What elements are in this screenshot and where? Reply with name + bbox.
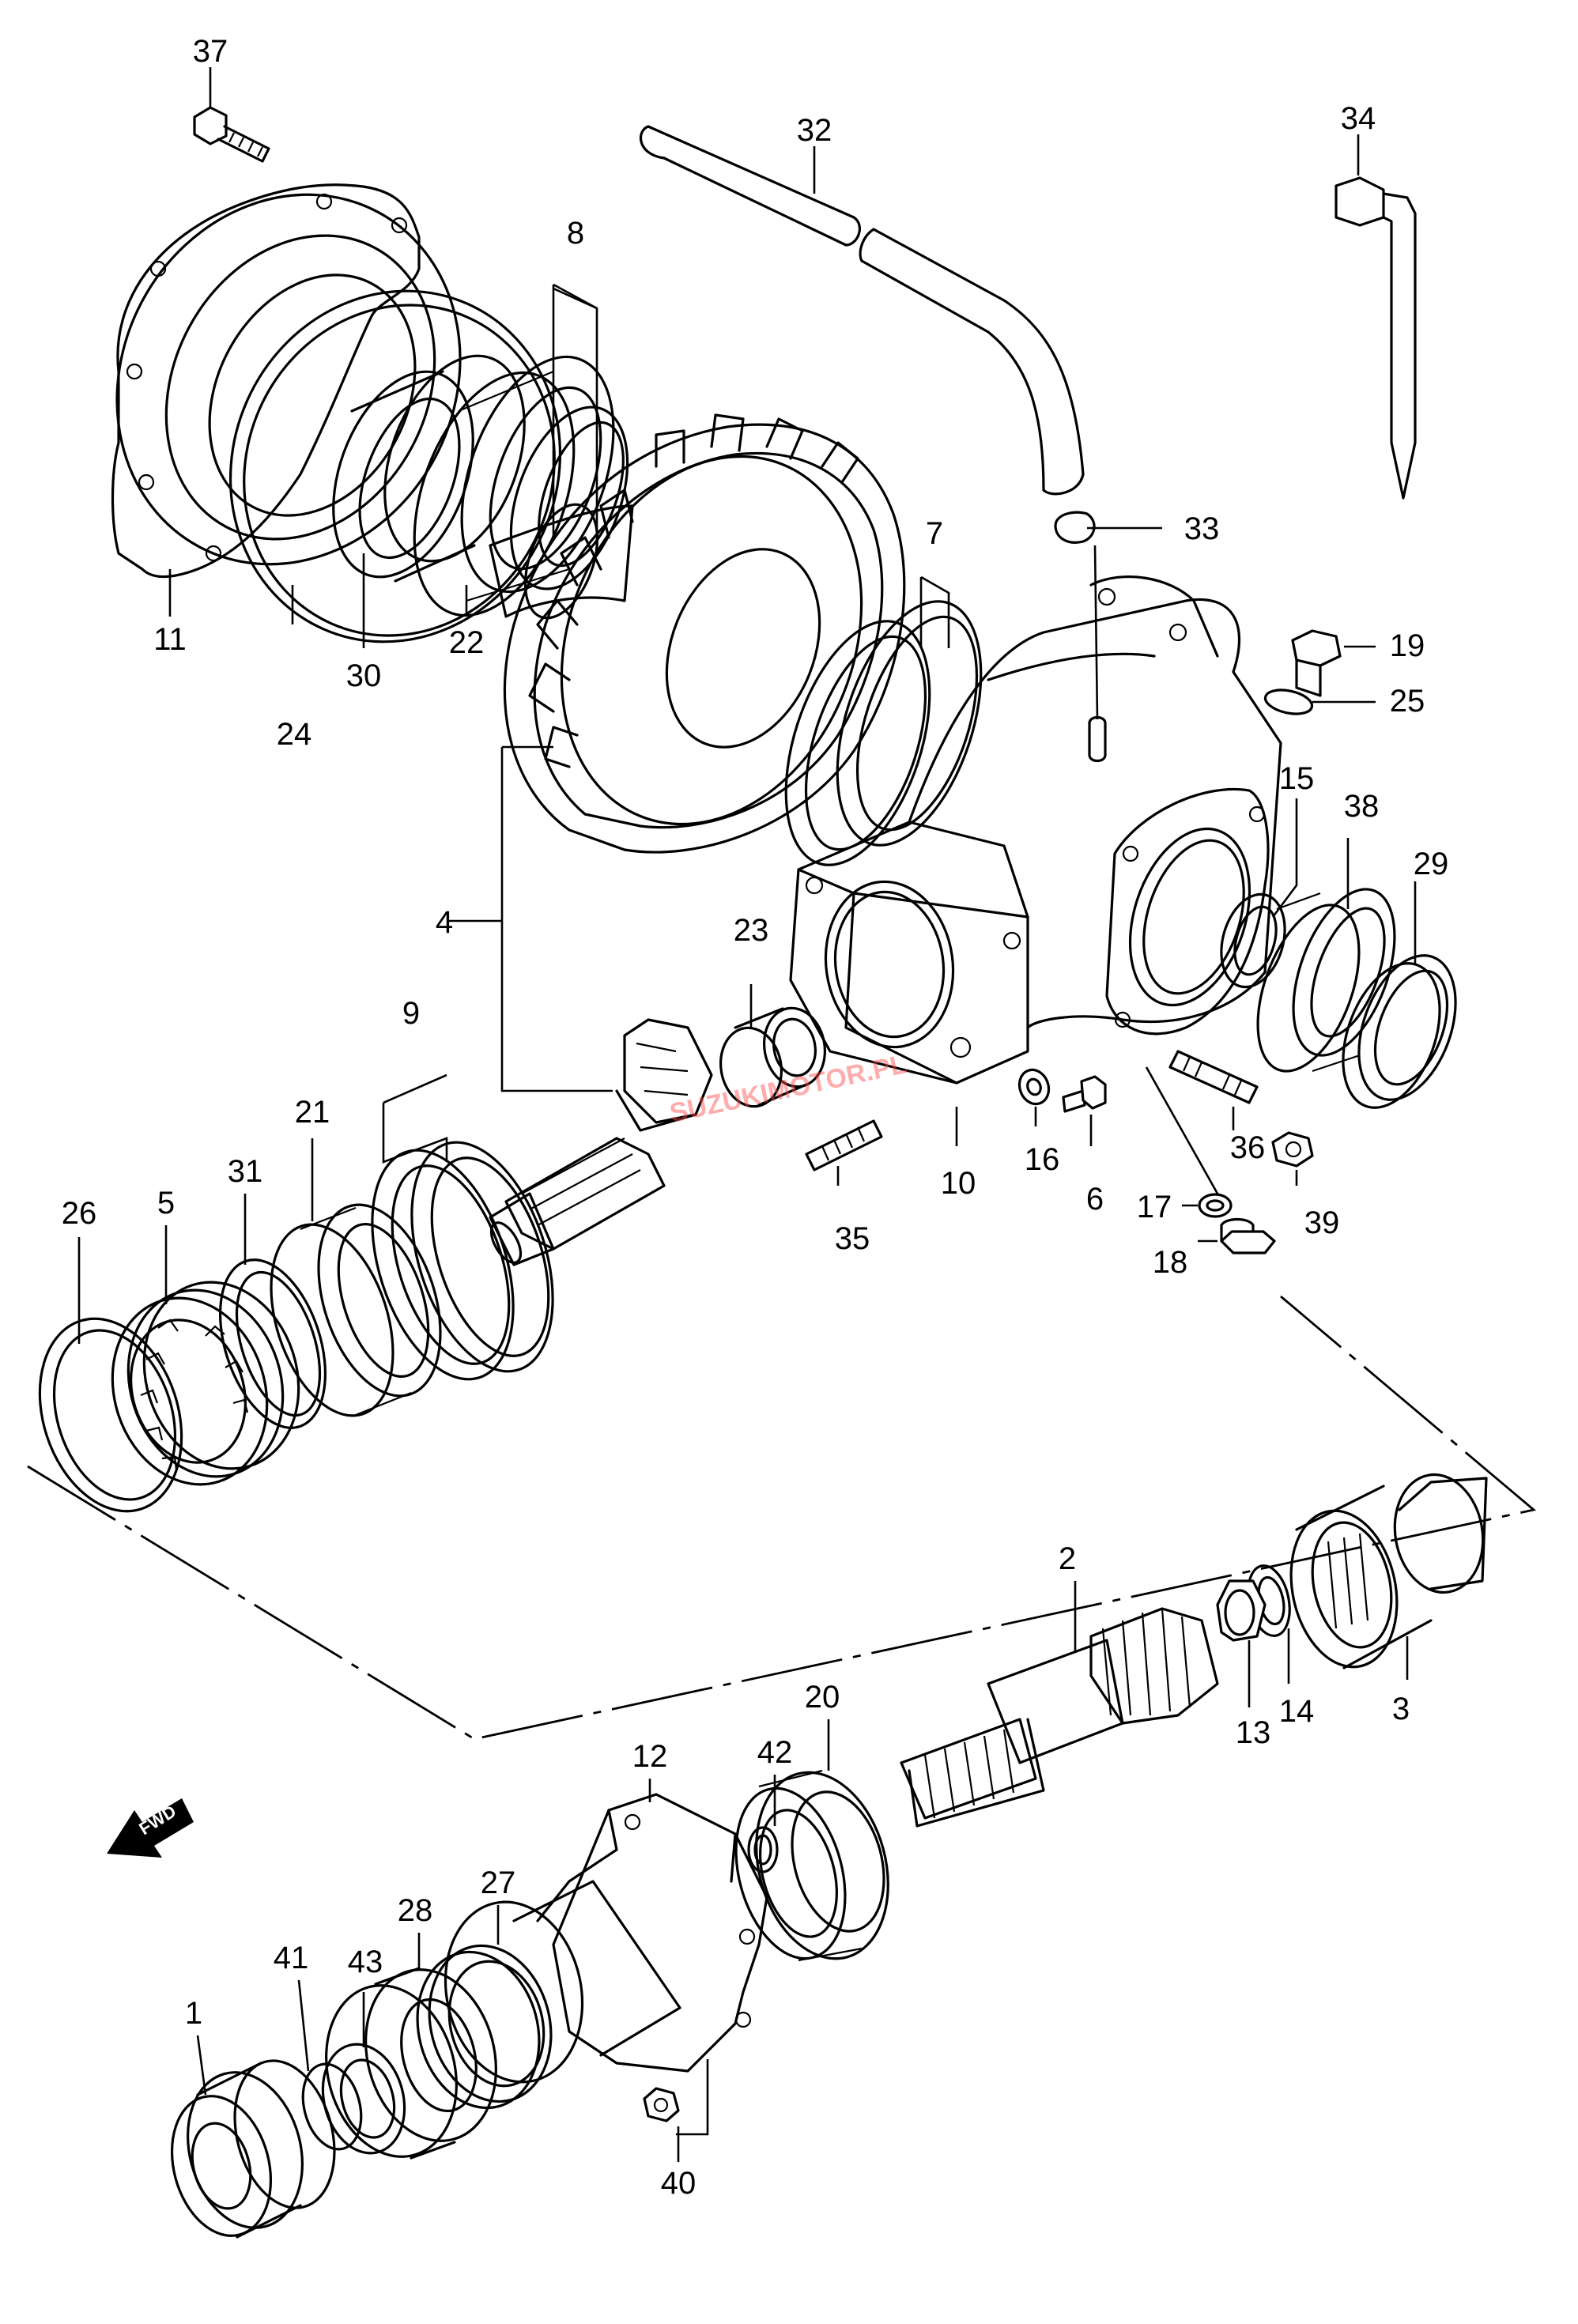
callout-3: 3 bbox=[1392, 1692, 1410, 1726]
callout-2: 2 bbox=[1059, 1541, 1076, 1576]
callout-11: 11 bbox=[153, 622, 187, 657]
callout-32: 32 bbox=[797, 113, 832, 148]
bearing-20 bbox=[734, 1769, 889, 1962]
callout-20: 20 bbox=[805, 1680, 840, 1715]
callout-13: 13 bbox=[1236, 1715, 1271, 1750]
pinion-shaft-4 bbox=[489, 1018, 713, 1266]
bolt-6 bbox=[1062, 1075, 1107, 1113]
callout-14: 14 bbox=[1279, 1694, 1315, 1729]
nut-5 bbox=[111, 1281, 300, 1486]
housing-10 bbox=[789, 545, 1282, 1085]
callout-42: 42 bbox=[757, 1735, 793, 1770]
leader-lines bbox=[77, 67, 1417, 2162]
callout-15: 15 bbox=[1279, 761, 1315, 796]
stud-35 bbox=[805, 1119, 883, 1171]
callout-4: 4 bbox=[436, 905, 453, 940]
boot-1 bbox=[170, 2059, 336, 2239]
nut-13 bbox=[1216, 1579, 1267, 1642]
o-ring-15 bbox=[1220, 892, 1286, 989]
callout-9: 9 bbox=[402, 996, 420, 1031]
bearing-38 bbox=[1256, 888, 1396, 1073]
callout-41: 41 bbox=[274, 1941, 309, 1975]
callout-31: 31 bbox=[228, 1154, 263, 1189]
callout-6: 6 bbox=[1086, 1182, 1104, 1217]
callout-18: 18 bbox=[1153, 1245, 1188, 1280]
callout-8: 8 bbox=[567, 216, 584, 251]
plug-18 bbox=[1220, 1217, 1276, 1254]
bearing-21 bbox=[270, 1203, 442, 1417]
seal-29 bbox=[1342, 954, 1457, 1109]
callout-40: 40 bbox=[661, 2166, 697, 2201]
washer-16 bbox=[1017, 1068, 1051, 1106]
clip-34 bbox=[1335, 176, 1417, 500]
callout-29: 29 bbox=[1414, 847, 1449, 881]
washer-17 bbox=[1198, 1193, 1233, 1218]
stud-36 bbox=[1168, 1050, 1259, 1104]
fwd-arrow-icon: FWD bbox=[107, 1798, 194, 1858]
shim-7 bbox=[784, 600, 983, 866]
washer-25 bbox=[1263, 689, 1314, 715]
callout-21: 21 bbox=[295, 1095, 330, 1130]
callout-19: 19 bbox=[1390, 628, 1425, 663]
callout-28: 28 bbox=[398, 1893, 433, 1928]
assembly-boundary bbox=[27, 1295, 1537, 1741]
callout-labels: 37 32 34 8 33 7 19 25 15 38 29 11 24 30 … bbox=[62, 34, 1449, 2201]
callout-23: 23 bbox=[734, 913, 769, 948]
seal-27 bbox=[416, 1944, 553, 2110]
ring-41 bbox=[301, 2062, 363, 2151]
callout-25: 25 bbox=[1390, 684, 1425, 719]
callout-24: 24 bbox=[277, 717, 312, 752]
callout-36: 36 bbox=[1230, 1130, 1266, 1165]
callout-22: 22 bbox=[449, 625, 485, 660]
housing-flange bbox=[1105, 787, 1270, 1036]
callout-43: 43 bbox=[348, 1945, 383, 1979]
callout-37: 37 bbox=[193, 34, 228, 69]
callout-33: 33 bbox=[1184, 511, 1220, 546]
callout-38: 38 bbox=[1344, 789, 1380, 824]
callout-12: 12 bbox=[632, 1739, 668, 1774]
callout-5: 5 bbox=[157, 1186, 175, 1220]
clip-33 bbox=[1054, 511, 1096, 544]
callout-10: 10 bbox=[941, 1166, 976, 1201]
hose-32 bbox=[639, 125, 1085, 496]
snap-ring-26 bbox=[38, 1317, 183, 1513]
shim-31 bbox=[218, 1258, 327, 1429]
callout-16: 16 bbox=[1025, 1142, 1060, 1177]
cup-3 bbox=[1289, 1473, 1488, 1669]
shim-9 bbox=[371, 1141, 554, 1381]
o-ring-24 bbox=[228, 289, 562, 643]
callout-27: 27 bbox=[481, 1866, 516, 1900]
callout-17: 17 bbox=[1137, 1190, 1172, 1224]
callout-7: 7 bbox=[926, 516, 943, 551]
bolt-19 bbox=[1291, 629, 1342, 697]
shaft-2 bbox=[900, 1607, 1219, 1828]
bolt-37 bbox=[193, 106, 270, 163]
snap-ring-42 bbox=[747, 1826, 779, 1873]
ring-gear-4 bbox=[489, 413, 906, 854]
spacer-28 bbox=[325, 1967, 497, 2160]
callout-30: 30 bbox=[346, 658, 382, 693]
bearing-22 bbox=[413, 355, 615, 617]
bearing-23 bbox=[719, 1006, 827, 1108]
callout-35: 35 bbox=[835, 1221, 870, 1256]
callout-39: 39 bbox=[1304, 1205, 1340, 1240]
callout-1: 1 bbox=[185, 1996, 202, 2031]
nut-40 bbox=[643, 2087, 680, 2122]
callout-26: 26 bbox=[62, 1196, 97, 1231]
cover-11 bbox=[111, 183, 462, 579]
nut-39 bbox=[1271, 1131, 1314, 1168]
callout-34: 34 bbox=[1341, 101, 1376, 136]
